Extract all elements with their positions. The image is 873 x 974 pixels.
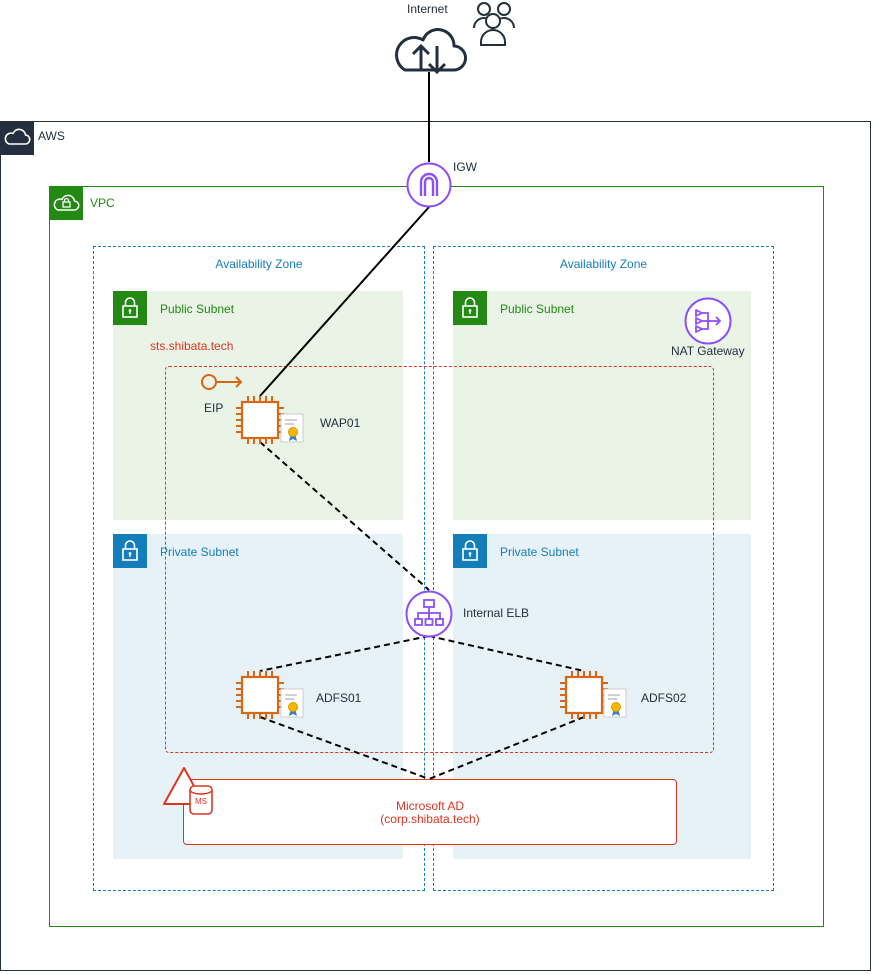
public-subnet-a-lock-icon — [113, 291, 147, 325]
wap01-ec2-icon[interactable] — [236, 396, 284, 444]
private-subnet-a-lock-icon — [113, 534, 147, 568]
wap01-label: WAP01 — [320, 416, 361, 430]
microsoft-ad-domain: (corp.shibata.tech) — [380, 812, 480, 826]
microsoft-ad-box — [183, 779, 677, 845]
availability-zone-b-label: Availability Zone — [559, 257, 648, 271]
vpc-label: VPC — [90, 196, 115, 210]
elastic-ip-icon[interactable] — [200, 372, 244, 392]
internet-gateway-icon[interactable] — [406, 162, 452, 208]
wap01-certificate-icon — [280, 413, 304, 443]
adfs02-ad-link — [428, 716, 585, 780]
private-subnet-a-label: Private Subnet — [160, 545, 239, 559]
sts-domain-group — [165, 366, 714, 753]
aws-cloud-icon — [0, 121, 34, 155]
public-subnet-a-label: Public Subnet — [160, 302, 235, 316]
public-subnet-b-label: Public Subnet — [500, 302, 575, 316]
internal-elb-label: Internal ELB — [463, 606, 530, 620]
directory-icon-text: MS — [195, 797, 207, 806]
eip-label: EIP — [204, 401, 224, 415]
elb-adfs02-link — [428, 635, 585, 672]
adfs02-label: ADFS02 — [641, 691, 687, 705]
directory-service-icon[interactable]: MS — [162, 766, 218, 816]
internet-label: Internet — [407, 2, 448, 16]
igw-wap01-link — [259, 206, 430, 397]
internet-cloud-icon[interactable] — [389, 22, 469, 76]
adfs01-ec2-icon[interactable] — [236, 671, 284, 719]
microsoft-ad-title: Microsoft AD — [395, 799, 464, 813]
wap01-elb-link — [259, 441, 430, 591]
public-subnet-b-lock-icon — [453, 291, 487, 325]
adfs01-certificate-icon — [280, 688, 304, 718]
availability-zone-a-label: Availability Zone — [215, 257, 303, 271]
adfs02-ec2-icon[interactable] — [560, 671, 608, 719]
adfs02-certificate-icon — [603, 688, 627, 718]
aws-label: AWS — [38, 129, 65, 143]
private-subnet-b-label: Private Subnet — [500, 545, 579, 559]
adfs01-ad-link — [259, 716, 430, 780]
internal-elb-icon[interactable] — [405, 590, 453, 638]
sts-domain-label: sts.shibata.tech — [150, 339, 234, 353]
adfs01-label: ADFS01 — [316, 691, 362, 705]
igw-label: IGW — [453, 160, 477, 174]
vpc-cloud-lock-icon — [49, 186, 83, 220]
nat-gateway-icon[interactable] — [684, 297, 732, 345]
private-subnet-b-lock-icon — [453, 534, 487, 568]
availability-zone-a — [93, 246, 425, 891]
elb-adfs01-link — [259, 635, 430, 672]
nat-gateway-label: NAT Gateway — [671, 344, 745, 358]
aws-cloud-group — [0, 121, 871, 971]
availability-zone-b — [433, 246, 774, 891]
users-icon — [471, 0, 517, 48]
